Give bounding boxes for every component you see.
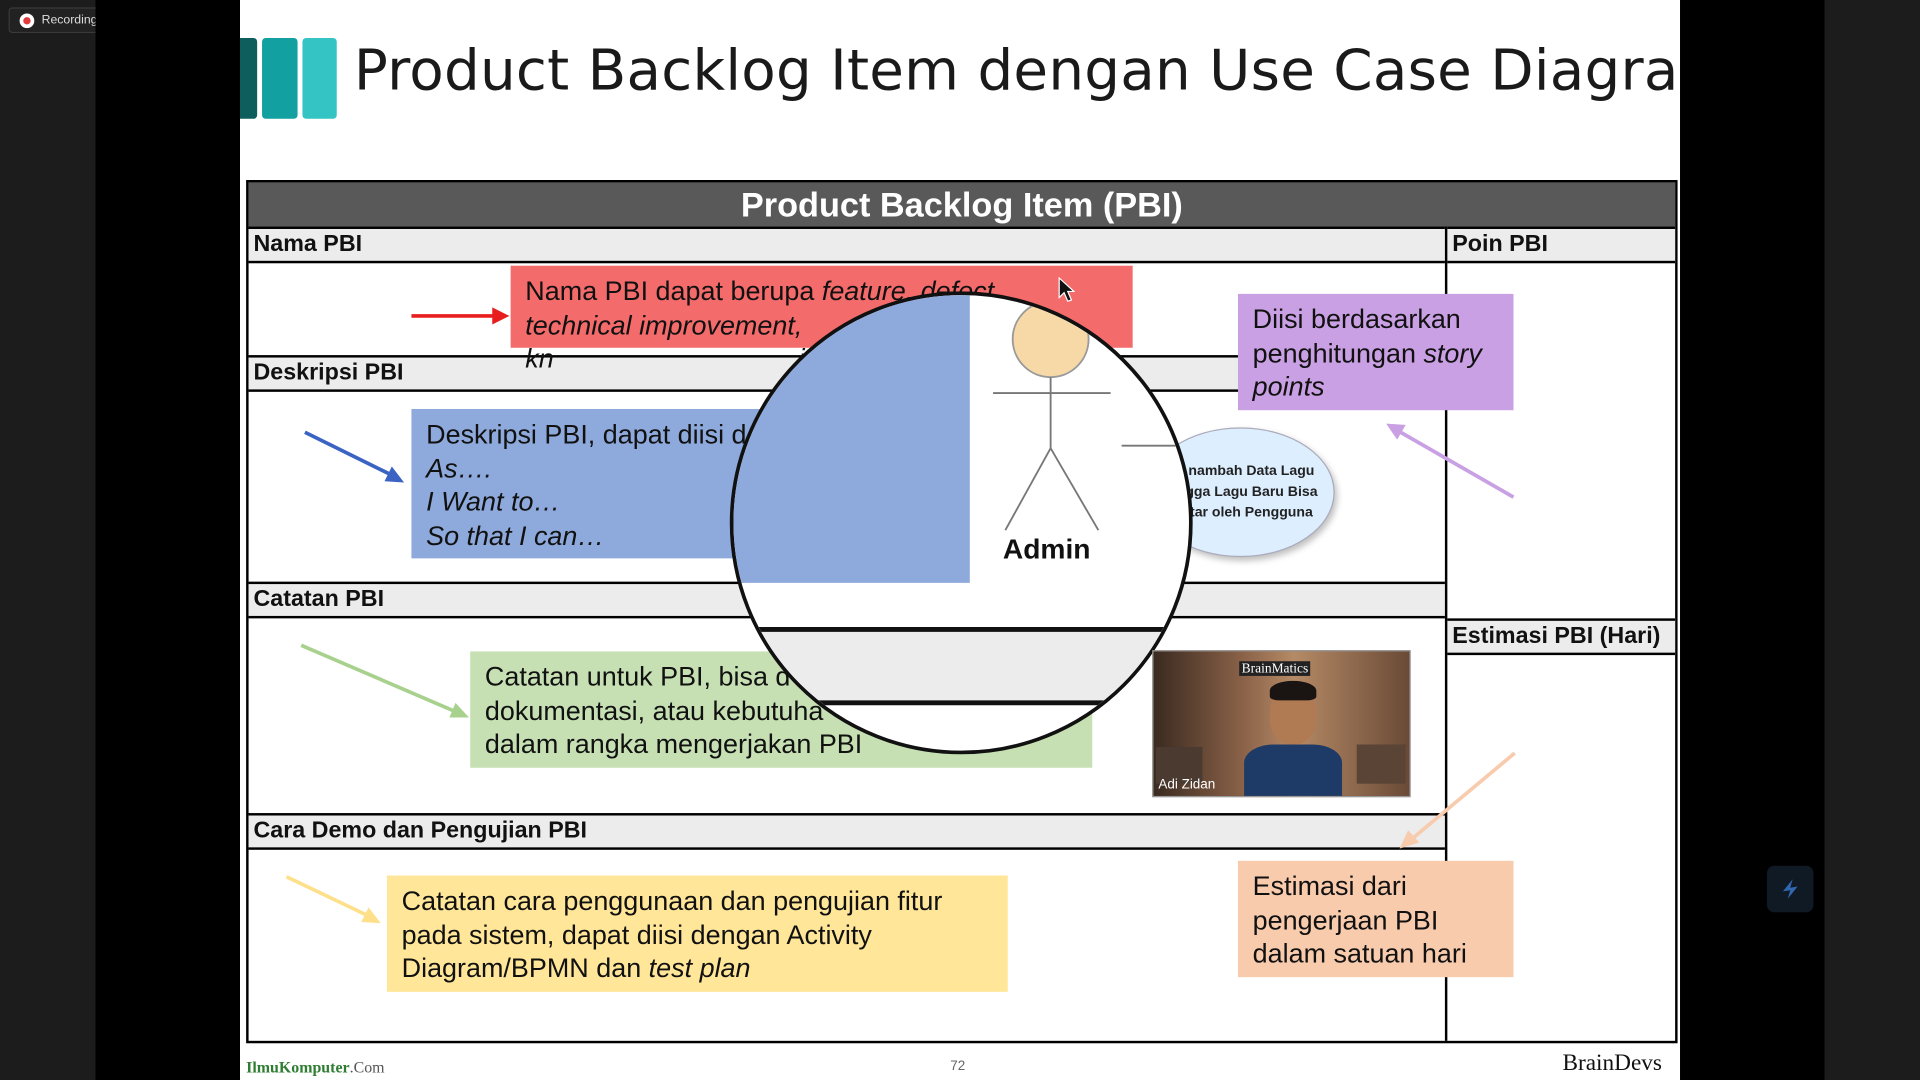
header-nama-pbi: Nama PBI <box>248 226 1445 264</box>
note-poin-em-3: points <box>1252 371 1325 402</box>
footer-brand-left: IlmuKomputer.Com <box>246 1058 384 1078</box>
note-est-text-3: dalam satuan hari <box>1252 937 1467 969</box>
record-icon <box>19 12 35 28</box>
arrow-purple <box>1397 429 1515 499</box>
arrow-blue-head <box>384 466 405 483</box>
arrow-green <box>300 643 459 715</box>
mouse-cursor-icon <box>1058 276 1076 302</box>
note-cara-text-1: Catatan cara penggunaan dan pengujian fi… <box>401 885 943 916</box>
note-estimasi-pbi: Estimasi dari pengerjaan PBI dalam satua… <box>1237 860 1514 978</box>
note-deskripsi-pbi: Deskripsi PBI, dapat diisi d As…. I Want… <box>411 408 767 559</box>
footer-left-suffix: .Com <box>349 1057 385 1077</box>
bookshelf-right <box>1356 744 1406 784</box>
usecase-line-1: nambah Data Lagu <box>1188 464 1315 479</box>
note-cara-text-3: Diagram/BPMN dan <box>401 952 649 984</box>
arrow-yellow <box>285 875 372 919</box>
arrow-green-head <box>449 702 469 718</box>
video-brand-logo: BrainMatics <box>1239 661 1311 676</box>
actor-label: Admin <box>1002 532 1091 565</box>
arrow-orange-head <box>1399 830 1420 849</box>
presenter-hair <box>1269 680 1317 701</box>
header-poin-pbi: Poin PBI <box>1447 226 1676 264</box>
app-logo-icon <box>1782 879 1798 899</box>
arrow-orange <box>1409 751 1516 842</box>
note-poin-pbi: Diisi berdasarkan penghitungan story poi… <box>1237 293 1514 411</box>
magnifier-lens[interactable]: Admin <box>729 291 1193 755</box>
decor-bar-3 <box>302 37 337 119</box>
arrow-yellow-head <box>361 907 381 924</box>
decor-bar-1 <box>240 37 258 119</box>
note-poin-text-1: Diisi berdasarkan <box>1252 303 1461 335</box>
arrow-purple-head <box>1386 423 1406 440</box>
bookshelf-left <box>1155 746 1203 784</box>
letterbox-right <box>1680 0 1825 1080</box>
note-desk-text-4: So that I can… <box>426 519 605 551</box>
note-poin-em-2: story <box>1423 337 1482 368</box>
column-divider <box>1444 228 1448 1041</box>
note-cat-text-3: dalam rangka mengerjakan PBI <box>484 728 863 760</box>
header-estimasi-pbi: Estimasi PBI (Hari) <box>1447 618 1676 656</box>
arrow-red-head <box>492 307 510 325</box>
header-cara-demo: Cara Demo dan Pengujian PBI <box>248 813 1445 850</box>
note-poin-text-2: penghitungan <box>1252 337 1424 368</box>
note-cara-em-3: test plan <box>648 952 751 984</box>
participant-name: Adi Zidan <box>1158 777 1216 793</box>
presentation-slide: Product Backlog Item dengan Use Case Dia… <box>240 0 1681 1080</box>
slide-title: Product Backlog Item dengan Use Case Dia… <box>353 36 1681 103</box>
note-cara-demo: Catatan cara penggunaan dan pengujian fi… <box>386 875 1008 992</box>
floating-app-button[interactable] <box>1766 865 1814 913</box>
slide-page-number: 72 <box>950 1059 966 1074</box>
actor-icon <box>733 300 1189 706</box>
magnified-blue-note <box>733 295 970 583</box>
note-desk-text-1: Deskripsi PBI, dapat diisi d <box>426 418 747 450</box>
note-cara-text-2: pada sistem, dapat diisi dengan Activity <box>401 918 872 950</box>
note-desk-text-3: I Want to… <box>426 486 561 517</box>
footer-left-brand: IlmuKomputer <box>246 1057 350 1077</box>
participant-video-tile[interactable]: BrainMatics Adi Zidan <box>1152 650 1411 798</box>
note-desk-text-2: As…. <box>426 452 493 484</box>
recording-label: Recording... <box>41 13 108 27</box>
note-est-text-2: pengerjaan PBI <box>1252 904 1439 935</box>
presenter-shirt <box>1244 744 1343 796</box>
usecase-line-3: tar oleh Pengguna <box>1190 505 1313 521</box>
note-est-text-1: Estimasi dari <box>1252 870 1407 902</box>
arrow-blue <box>304 430 396 478</box>
usecase-line-2: gga Lagu Baru Bisa <box>1185 484 1318 500</box>
footer-brand-right: BrainDevs <box>1562 1050 1662 1077</box>
letterbox-left <box>95 0 241 1080</box>
decor-bar-2 <box>262 37 298 119</box>
annotation-arrows <box>285 307 1516 924</box>
